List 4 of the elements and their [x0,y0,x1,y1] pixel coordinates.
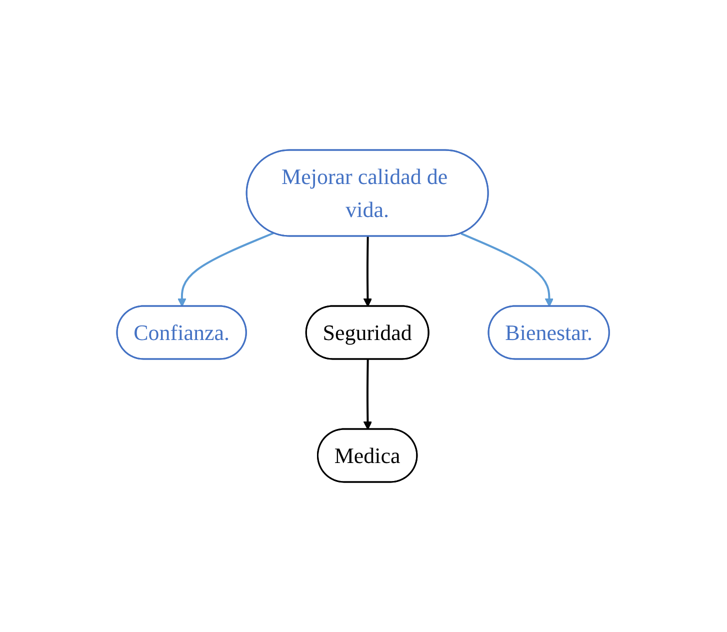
arrow [364,236,373,307]
arrow [178,232,274,307]
arrow [364,359,373,430]
arrow [461,232,554,307]
